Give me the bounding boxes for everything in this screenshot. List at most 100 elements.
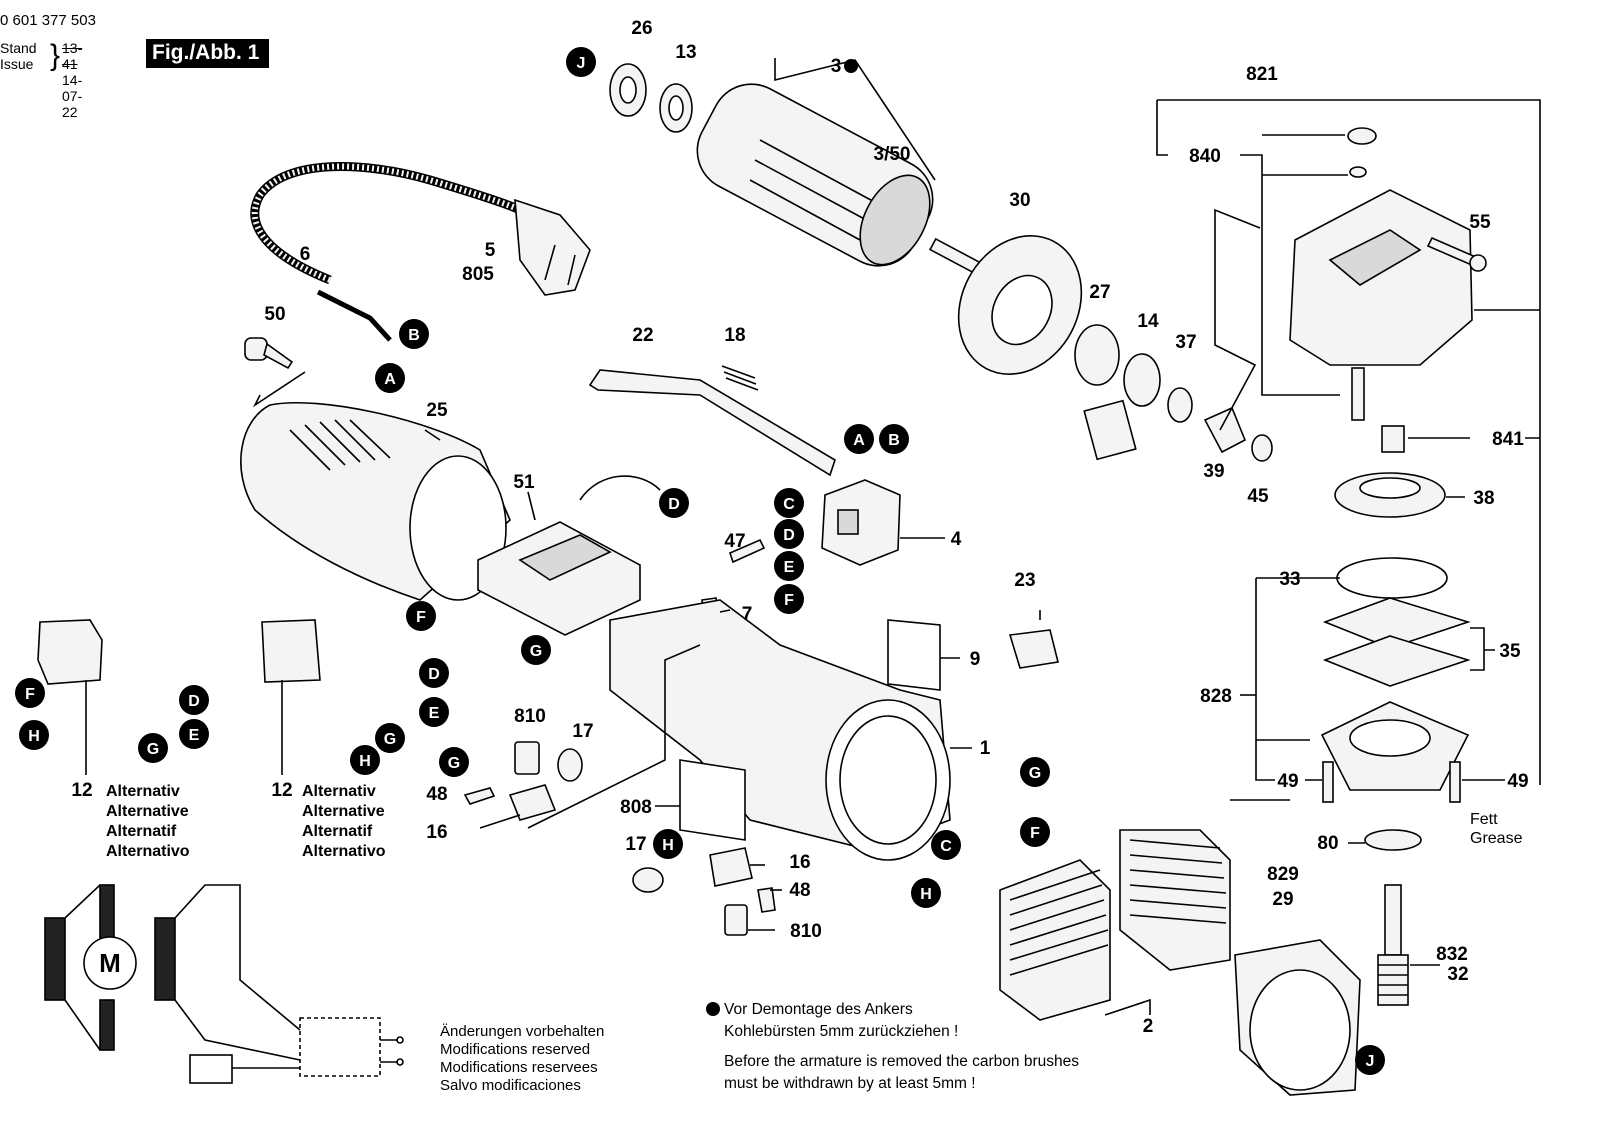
brush-holder-16a	[508, 784, 557, 821]
svg-text:G: G	[384, 731, 396, 748]
armature-removal-note: Vor Demontage des Ankers Kohlebürsten 5m…	[706, 999, 1079, 1095]
connector-badge: D	[774, 519, 804, 549]
connector-badge: H	[19, 720, 49, 750]
part-label: 3/50	[874, 144, 911, 165]
figure-title: Fig./Abb. 1	[146, 39, 270, 68]
connector-badge: D	[419, 658, 449, 688]
svg-text:H: H	[662, 837, 674, 854]
connector-badge: H	[350, 745, 380, 775]
label-9	[887, 619, 941, 691]
part-label: 840	[1189, 146, 1221, 167]
svg-text:E: E	[784, 559, 795, 576]
switch-lever	[588, 369, 836, 477]
armature-note-bullet	[844, 59, 858, 73]
stand-label: Stand	[0, 40, 37, 56]
part-label: 810	[790, 921, 822, 942]
svg-text:D: D	[783, 527, 795, 544]
svg-text:Fett: Fett	[1470, 811, 1498, 828]
part-box	[1083, 399, 1137, 461]
screw-49-left	[1322, 761, 1334, 803]
o-ring-33	[1336, 557, 1448, 599]
part-label: 12	[71, 780, 92, 801]
part-label: 841	[1492, 429, 1524, 450]
svg-text:H: H	[28, 728, 40, 745]
part-label: 27	[1089, 282, 1110, 303]
grease-note: Fett Grease	[1470, 811, 1523, 847]
screw-48a	[463, 787, 496, 805]
bearing-26	[609, 63, 647, 117]
part-label: 39	[1203, 461, 1224, 482]
connector-badge: H	[911, 878, 941, 908]
pinion-39	[1203, 406, 1247, 454]
stand-old-code: 13-41	[62, 40, 83, 72]
alternative-note-left: Alternativ Alternative Alternatif Altern…	[106, 783, 190, 860]
connector-badge: C	[931, 830, 961, 860]
bearing-flange	[1320, 701, 1470, 791]
part-label: 1	[980, 738, 991, 759]
part-label: 29	[1272, 889, 1293, 910]
svg-text:Grease: Grease	[1470, 830, 1523, 847]
connector-badge: G	[138, 733, 168, 763]
part-label: 13	[675, 42, 696, 63]
motor-symbol: M	[99, 948, 121, 978]
part-label: 7	[742, 604, 753, 625]
svg-text:C: C	[783, 496, 795, 513]
part-label: 832	[1436, 944, 1468, 965]
armature	[696, 83, 981, 275]
part-label: 810	[514, 706, 546, 727]
spring-17b	[632, 867, 664, 893]
svg-text:F: F	[416, 609, 426, 626]
part-label: 17	[572, 721, 593, 742]
svg-text:Alternative: Alternative	[302, 803, 385, 820]
svg-text:D: D	[428, 666, 440, 683]
issue-label: Issue	[0, 56, 34, 72]
ring-27	[1074, 324, 1120, 386]
connector-badge: F	[1020, 817, 1050, 847]
svg-text:H: H	[359, 753, 371, 770]
svg-text:Alternatif: Alternatif	[106, 823, 177, 840]
svg-text:J: J	[1366, 1053, 1375, 1070]
part-label: 48	[426, 784, 447, 805]
mains-plug	[514, 198, 591, 296]
screw-47	[729, 538, 766, 564]
carbon-brush-810a	[514, 741, 540, 775]
svg-text:E: E	[189, 727, 200, 744]
wiring-schematic	[44, 884, 404, 1084]
svg-text:G: G	[530, 643, 542, 660]
part-label: 3	[831, 56, 842, 77]
brush-holder-16b	[709, 847, 753, 887]
motor-housing	[609, 599, 951, 861]
part-label: 80	[1317, 833, 1338, 854]
spring-18	[721, 365, 759, 391]
connector-badge: F	[774, 584, 804, 614]
alt-switch-12a	[37, 619, 103, 685]
on-off-switch	[821, 479, 901, 566]
svg-text:F: F	[1030, 825, 1040, 842]
washer-80	[1364, 829, 1422, 851]
brace-symbol: }	[50, 39, 61, 72]
part-label: 16	[426, 822, 447, 843]
spring-17a	[557, 748, 583, 782]
part-label: 47	[724, 531, 745, 552]
svg-text:D: D	[188, 693, 200, 710]
connector-badge: H	[653, 829, 683, 859]
part-label: 49	[1277, 771, 1298, 792]
part-label: 808	[620, 797, 652, 818]
document-number: 0 601 377 503	[0, 12, 96, 29]
connector-badge: B	[879, 424, 909, 454]
part-label: 9	[970, 649, 981, 670]
part-label: 18	[724, 325, 745, 346]
part-label: 16	[789, 852, 810, 873]
part-label: 51	[513, 472, 535, 493]
part-label: 12	[271, 780, 292, 801]
bearing-14	[1123, 353, 1161, 407]
screw-50	[244, 337, 294, 370]
bevel-gear-38	[1334, 472, 1446, 518]
svg-text:F: F	[25, 686, 35, 703]
svg-text:C: C	[940, 838, 952, 855]
part-label: 5	[485, 240, 496, 261]
connector-badge: D	[659, 488, 689, 518]
part-label: 821	[1246, 64, 1278, 85]
